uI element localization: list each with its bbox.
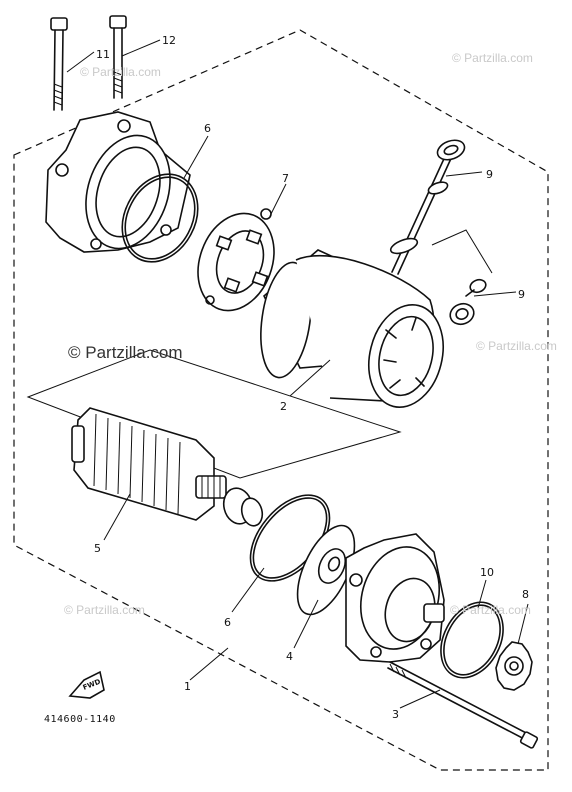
callout-2: 2: [280, 400, 287, 413]
callout-3: 3: [392, 708, 399, 721]
leader-lines: [66, 39, 529, 709]
washer-plate-4[interactable]: [286, 517, 366, 623]
fwd-arrow-icon: FWD: [68, 670, 105, 699]
washer-9-lower[interactable]: [447, 278, 487, 328]
watermark-mid-right: © Partzilla.com: [476, 339, 557, 353]
through-bolt-washers-9[interactable]: [389, 137, 467, 275]
callout-11: 11: [96, 48, 110, 61]
watermark-main: © Partzilla.com: [68, 343, 183, 362]
assembly-boundary: [13, 29, 549, 771]
rear-cover-housing[interactable]: [345, 533, 451, 663]
callout-7: 7: [282, 172, 289, 185]
bracket-9: [431, 229, 493, 274]
callout-6-lower: 6: [224, 616, 231, 629]
armature-5[interactable]: [71, 407, 227, 521]
watermark-lower-right: © Partzilla.com: [450, 603, 531, 617]
callout-10: 10: [480, 566, 494, 579]
brush-plate-7[interactable]: [185, 203, 287, 322]
diagram-code: 414600-1140: [44, 714, 116, 725]
callout-9-lower: 9: [518, 288, 525, 301]
callout-9-top: 9: [486, 168, 493, 181]
bolt-11[interactable]: [50, 17, 68, 111]
callout-5: 5: [94, 542, 101, 555]
watermark-top-left: © Partzilla.com: [80, 65, 161, 79]
through-bolt-3[interactable]: [387, 661, 539, 749]
watermark-top-right: © Partzilla.com: [452, 51, 533, 65]
front-cover-housing[interactable]: [45, 111, 191, 260]
yoke-housing-2[interactable]: [254, 249, 453, 415]
o-ring-6-top[interactable]: [108, 161, 213, 275]
o-ring-10[interactable]: [428, 592, 515, 689]
bushing[interactable]: [220, 485, 265, 528]
watermark-lower-left: © Partzilla.com: [64, 603, 145, 617]
callout-12: 12: [162, 34, 176, 47]
callout-8: 8: [522, 588, 529, 601]
bolt-12[interactable]: [109, 15, 127, 99]
pinion-gear-8[interactable]: [495, 641, 533, 691]
callout-4: 4: [286, 650, 293, 663]
callout-6-top: 6: [204, 122, 211, 135]
callout-1: 1: [184, 680, 191, 693]
